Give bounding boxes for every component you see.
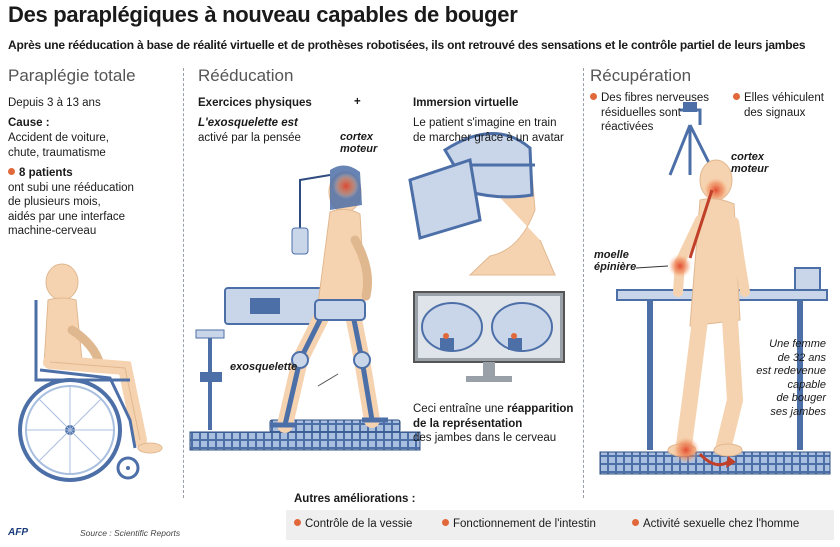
result-description: Ceci entraîne une réapparition de la rep… (413, 402, 573, 446)
improvement-text: Activité sexuelle chez l'homme (643, 518, 800, 530)
improvement-text: Fonctionnement de l'intestin (453, 518, 596, 530)
signals-line: des signaux (744, 106, 806, 119)
col1-heading: Paraplégie totale (8, 66, 136, 85)
col2-heading: Rééducation (198, 66, 294, 85)
cortex-line: cortex (340, 131, 374, 143)
col3-cortex-label: cortex moteur (731, 151, 768, 175)
woman-line: ses jambes (770, 405, 826, 418)
col2-cortex-label: cortex moteur (340, 131, 377, 155)
bullet-dot (590, 93, 597, 100)
col3-heading: Récupération (590, 66, 692, 85)
vr-line: de marcher grâce à un avatar (413, 131, 564, 144)
result-suffix: des jambes dans le cerveau (413, 432, 557, 444)
fibers-line: résiduelles sont (601, 106, 681, 119)
signals-line: Elles véhiculent (744, 92, 824, 104)
woman-line: est redevenue (756, 365, 826, 377)
fibers-text: Des fibres nerveuses résiduelles sont ré… (590, 91, 709, 135)
fibers-line: réactivées (601, 121, 654, 133)
exoskeleton-illustration (189, 165, 421, 451)
exoskeleton-label: exosquelette (230, 361, 298, 373)
cause-line: Accident de voiture, (8, 132, 110, 144)
improvement-item: Contrôle de la vessie (294, 518, 412, 530)
result-prefix: Ceci entraîne une (413, 403, 504, 415)
plus-sign: + (354, 96, 361, 108)
cortex-line: cortex (731, 151, 765, 163)
page-subtitle: Après une rééducation à base de réalité … (8, 38, 806, 52)
bullet-dot (632, 519, 639, 526)
monitor-illustration (413, 291, 565, 382)
signals-text: Elles véhiculent des signaux (733, 91, 824, 120)
patients-line: ont subi une rééducation (8, 181, 134, 194)
afp-logo: AFP (8, 527, 28, 538)
vr-headset-illustration (408, 132, 556, 276)
woman-line: de 32 ans (777, 351, 826, 364)
woman-line: Une femme (769, 338, 826, 350)
patients-line: machine-cerveau (8, 225, 97, 237)
patients-line: aidés par une interface (8, 210, 125, 223)
cortex-line: moteur (340, 143, 378, 155)
cause-line: chute, traumatisme (8, 146, 106, 159)
spine-label: moelle épinière (594, 249, 636, 273)
improvement-item: Fonctionnement de l'intestin (442, 518, 596, 530)
physical-exercises-label: Exercices physiques (198, 97, 312, 109)
source-note: Source : Scientific Reports (80, 528, 181, 538)
vr-line: Le patient s'imagine en train (413, 117, 557, 129)
bullet-dot (8, 168, 15, 175)
woman-text: Une femme de 32 ans est redevenue capabl… (746, 338, 826, 419)
improvements-box (286, 510, 834, 540)
col1-duration: Depuis 3 à 13 ans (8, 97, 101, 109)
column-divider (183, 68, 184, 498)
improvement-item: Activité sexuelle chez l'homme (632, 518, 799, 530)
woman-line: de bouger (776, 392, 826, 404)
result-bold-2: de la représentation (413, 417, 523, 430)
vr-label: Immersion virtuelle (413, 97, 519, 109)
bullet-dot (442, 519, 449, 526)
bullet-dot (733, 93, 740, 100)
result-bold-1: réapparition (507, 403, 574, 415)
improvements-label: Autres améliorations : (294, 493, 416, 505)
column-divider (583, 68, 584, 498)
page-title: Des paraplégiques à nouveau capables de … (8, 2, 518, 27)
exo-description: L'exosquelette est activé par la pensée (198, 116, 301, 145)
spine-line: moelle (594, 249, 629, 261)
patients-line: de plusieurs mois, (8, 196, 101, 208)
recovery-illustration (599, 102, 831, 475)
exo-line-1: L'exosquelette est (198, 117, 298, 129)
fibers-line: Des fibres nerveuses (601, 92, 710, 104)
patients-count: 8 patients (19, 167, 73, 179)
col1-patients: 8 patients ont subi une rééducation de p… (8, 166, 134, 239)
woman-line: capable (787, 378, 826, 391)
bullet-dot (294, 519, 301, 526)
wheelchair-illustration (18, 263, 163, 482)
cortex-line: moteur (731, 163, 769, 175)
exo-line-2: activé par la pensée (198, 131, 301, 144)
vr-description: Le patient s'imagine en train de marcher… (413, 116, 564, 145)
improvement-text: Contrôle de la vessie (305, 518, 413, 530)
col1-cause-text: Accident de voiture, chute, traumatisme (8, 131, 109, 160)
spine-line: épinière (594, 261, 637, 273)
col1-cause-label: Cause : (8, 117, 50, 129)
